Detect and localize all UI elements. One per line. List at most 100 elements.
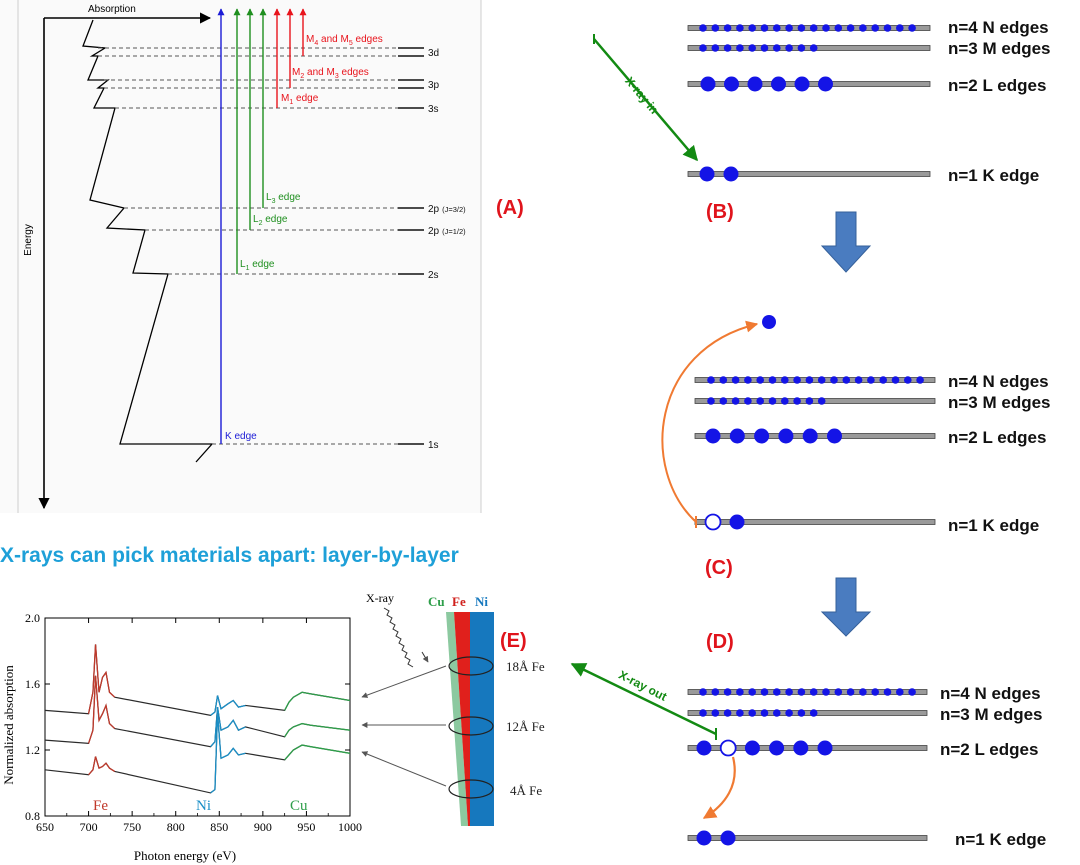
panel-b-xray-absorption: X-ray in n=4 N edges n=3 M edges n=2 L e… [593,18,1051,185]
chart-series-ni-segment [210,713,246,794]
electron [805,376,814,384]
electron [736,44,744,52]
electron [871,24,879,32]
electron [904,376,912,384]
x-tick-label: 750 [123,820,141,834]
pointer-18a [361,665,447,698]
thickness-label-18a: 18Å Fe [506,659,545,674]
pointer-4a [361,751,447,787]
thickness-label-4a: 4Å Fe [510,783,542,798]
electron [711,709,720,717]
electron [729,514,745,530]
x-tick-label: 800 [167,820,185,834]
electron [773,44,781,52]
electron [805,397,814,405]
y-tick-label: 2.0 [25,611,40,625]
electron [827,428,842,444]
ellipse-18a [448,656,494,676]
shell-level-stubs [398,47,424,445]
electron [707,397,715,405]
chart-series-ni-segment [210,695,246,716]
thickness-label-12a: 12Å Fe [506,719,545,734]
electron [723,688,732,696]
chart-annotation-cu: Cu [290,798,308,814]
chart-ylabel: Normalized absorption [1,665,16,785]
electron [748,24,756,32]
electron [908,24,916,32]
electron [785,24,793,32]
electron [785,688,793,696]
electron [723,44,732,52]
m23-edge-label: M2 and M3 edges [292,67,369,80]
y-tick-label: 0.8 [25,809,40,823]
fe-layer-wedge [454,612,470,826]
down-arrow-c-to-d [820,577,872,637]
electron [748,709,756,717]
xray-wavy-label: X-ray [366,591,394,605]
fe-layer-label: Fe [452,594,466,609]
electron [883,688,892,696]
electron [696,740,712,756]
x-tick-label: 950 [297,820,315,834]
shell-label-3p: 3p [428,80,440,91]
panel-a-energy-diagram: Energy Absorption [0,0,482,513]
electron [723,709,732,717]
electron [744,397,752,405]
layer-wedge-panel: Cu Fe Ni X-ray 18Å Fe 12Å Fe 4Å Fe [361,591,545,826]
electron [736,709,744,717]
level-label-c-n1: n=1 K edge [948,516,1039,535]
x-tick-label: 1000 [338,820,362,834]
electron [747,76,763,92]
ni-layer-label: Ni [475,594,488,609]
electron [781,376,789,384]
core-hole [719,739,737,757]
electron [754,428,770,444]
chart-series-cu-segment [284,722,351,738]
panel-label-b: (B) [706,201,734,223]
energy-level-line [687,710,928,716]
shell-label-2s: 2s [428,270,439,281]
electron [809,44,818,52]
electron [731,376,740,384]
x-tick-label: 850 [210,820,228,834]
level-label-b-n3: n=3 M edges [948,39,1051,58]
electron [871,688,879,696]
xray-in-label: X-ray in [622,74,661,117]
level-label-b-n4: n=4 N edges [948,18,1049,37]
electron [756,376,764,384]
electron [699,44,707,52]
electron [793,397,801,405]
electron [768,376,777,384]
electron [809,688,818,696]
level-label-c-n3: n=3 M edges [948,393,1051,412]
electron [785,44,793,52]
chart-series-ni-segment [210,707,246,748]
electron [896,688,904,696]
energy-level-line [687,45,931,51]
electron [778,428,794,444]
down-arrow-b-to-c [820,211,872,273]
electron [768,397,777,405]
electron [817,740,833,756]
level-label-d-n3: n=3 M edges [940,705,1043,724]
panel-d-fluorescence: X-ray out n=4 N edges n=3 M edges n=2 L … [570,662,1046,849]
electron [719,397,728,405]
chart-series-fe-segment [88,756,116,776]
ellipse-12a [448,716,494,736]
electron [729,428,745,444]
electron [700,76,716,92]
electron [797,44,806,52]
level-label-c-n2: n=2 L edges [948,428,1046,447]
cu-layer-label: Cu [428,594,445,609]
x-tick-label: 650 [36,820,54,834]
electron [699,709,707,717]
panel-label-e: (E) [500,630,527,652]
chart-annotation-fe: Fe [93,798,108,814]
electron [797,688,806,696]
electron [797,24,806,32]
electron [723,24,732,32]
chart-series [44,644,351,794]
electron [773,709,781,717]
chart-series-line [44,713,351,794]
chart-xlabel: Photon energy (eV) [134,848,236,863]
